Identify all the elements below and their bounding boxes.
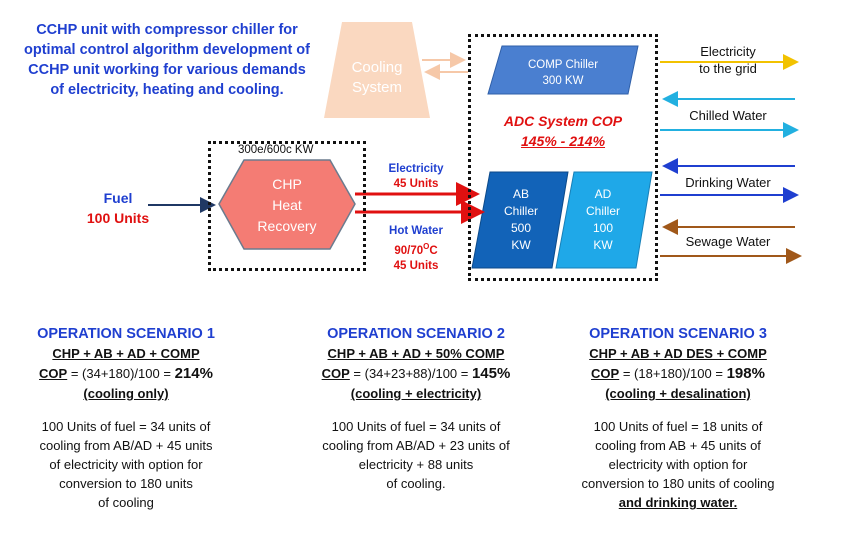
scenario-cop: COP = (34+23+88)/100 = 145% [321, 365, 511, 382]
chp-capacity: 300e/600c KW [238, 144, 314, 156]
adc-system-cop: ADC System COP 145% - 214% [478, 111, 648, 151]
scenario-heading: OPERATION SCENARIO 1 [37, 326, 215, 342]
scenario-2: OPERATION SCENARIO 2 CHP + AB + AD + 50%… [296, 324, 536, 493]
scenario-heading: OPERATION SCENARIO 2 [327, 326, 505, 342]
drinking-water-label: Drinking Water [685, 175, 771, 190]
chp-hexagon [218, 159, 356, 250]
chp-label: CHP Heat Recovery [257, 176, 317, 234]
sewage-water-label: Sewage Water [685, 234, 771, 249]
scenario-mode: (cooling + desalination) [605, 386, 751, 401]
chilled-water-label: Chilled Water [689, 108, 767, 123]
chp-dotted-box [208, 141, 366, 271]
scenario-cop: COP = (18+180)/100 = 198% [591, 365, 765, 382]
scenario-description: 100 Units of fuel = 18 units of cooling … [581, 419, 775, 510]
scenario-3: OPERATION SCENARIO 3 CHP + AB + AD DES +… [556, 324, 800, 512]
scenario-config: CHP + AB + AD DES + COMP [589, 346, 767, 361]
cooling-system-label: Cooling System [351, 59, 403, 96]
scenario-cop: COP = (34+180)/100 = 214% [39, 365, 213, 382]
electricity-flow-label: Electricity 45 Units [388, 163, 444, 190]
fuel-label: Fuel 100 Units [86, 190, 150, 226]
scenario-mode: (cooling + electricity) [350, 386, 482, 401]
comp-chiller-shape [487, 45, 639, 95]
comp-chiller-label: COMP Chiller 300 KW [527, 59, 599, 87]
scenario-config: CHP + AB + AD + COMP [52, 346, 200, 361]
diagram-title: CCHP unit with compressor chiller for op… [24, 22, 310, 98]
ab-chiller-shape [471, 171, 569, 269]
ab-chiller-label: AB Chiller 500 KW [503, 187, 538, 252]
scenario-config: CHP + AB + AD + 50% COMP [327, 346, 505, 361]
hot-water-flow-label: Hot Water 90/70OC 45 Units [389, 225, 443, 272]
ad-chiller-label: AD Chiller 100 KW [585, 187, 620, 252]
cooling-system-shape [324, 22, 430, 118]
scenario-1: OPERATION SCENARIO 1 CHP + AB + AD + COM… [6, 324, 246, 512]
scenario-description: 100 Units of fuel = 34 units of cooling … [39, 419, 213, 510]
adc-system-box [468, 34, 658, 281]
adc-cop-range: 145% - 214% [520, 133, 606, 149]
scenario-mode: (cooling only) [83, 386, 169, 401]
ad-chiller-shape [555, 171, 653, 269]
scenario-description: 100 Units of fuel = 34 units of cooling … [322, 419, 510, 491]
scenario-heading: OPERATION SCENARIO 3 [589, 326, 767, 342]
electricity-grid-label: Electricity to the grid [699, 44, 757, 76]
